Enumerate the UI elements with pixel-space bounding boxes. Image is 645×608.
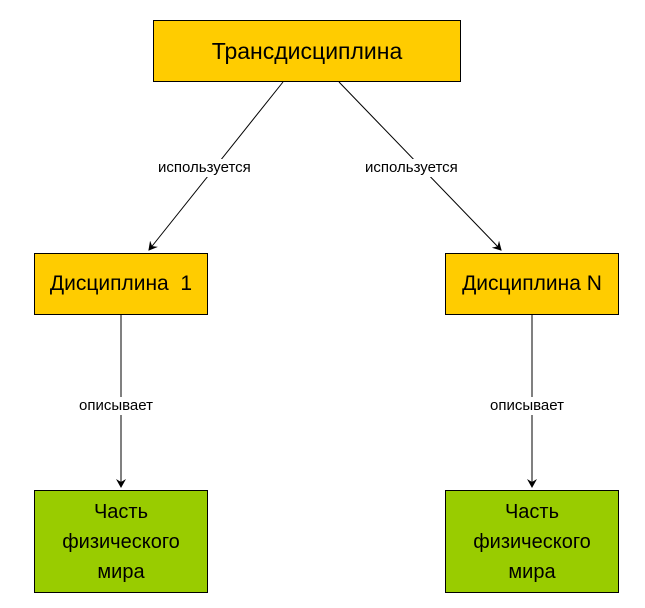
node-transdiscipline-label: Трансдисциплина: [211, 37, 403, 64]
node-part-n-line-3: мира: [508, 560, 556, 583]
node-discipline-n: Дисциплина N: [445, 253, 619, 315]
node-discipline-n-label: Дисциплина N: [462, 272, 602, 295]
node-part-1-line-2: физического: [62, 530, 180, 553]
node-discipline-1-label: Дисциплина 1: [49, 272, 193, 295]
edge-label-describes-left: описывает: [78, 397, 154, 415]
node-part-n-line-1: Часть: [504, 500, 560, 523]
node-part-n-line-2: физического: [473, 530, 591, 553]
node-part-1-line-3: мира: [97, 560, 145, 583]
node-discipline-1: Дисциплина 1: [34, 253, 208, 315]
edge-label-uses-right: используется: [364, 159, 459, 177]
node-part-1-line-1: Часть: [93, 500, 149, 523]
edge-label-uses-left: используется: [157, 159, 252, 177]
node-transdiscipline: Трансдисциплина: [153, 20, 461, 82]
node-physical-world-part-n: Часть физического мира: [445, 490, 619, 593]
node-physical-world-part-1: Часть физического мира: [34, 490, 208, 593]
edge-label-describes-right: описывает: [489, 397, 565, 415]
